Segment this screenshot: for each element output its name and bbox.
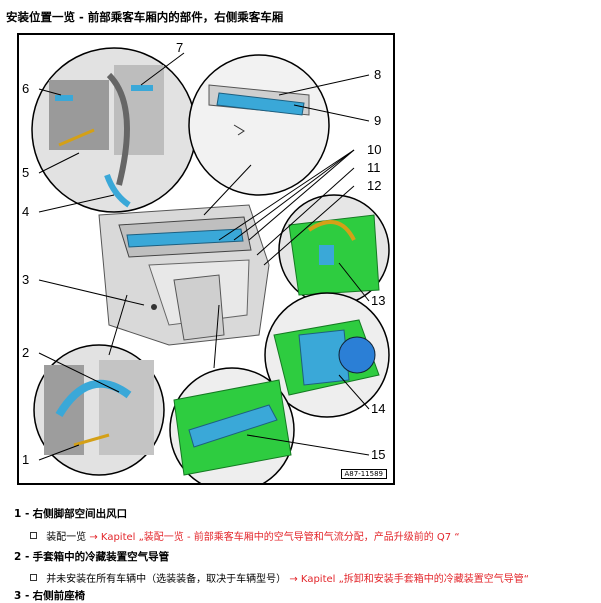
callout-7: 7 [176,40,184,55]
callout-12: 12 [367,178,382,193]
callout-3: 3 [22,272,30,287]
detail-circle-top-right [188,54,330,196]
item-title: 右侧脚部空间出风口 [32,508,128,520]
sub-text: 装配一览 [46,532,87,543]
list-item-2: 2 - 手套箱中的冷藏装置空气导管 [14,549,169,564]
installation-figure: 6 5 4 7 8 9 10 11 12 3 13 2 14 1 15 A87-… [17,33,395,485]
callout-5: 5 [22,165,30,180]
bullet-icon [30,532,37,539]
callout-4: 4 [22,204,30,219]
callout-14: 14 [371,401,386,416]
callout-8: 8 [374,67,382,82]
sub-text: 并未安装在所有车辆中（选装装备，取决于车辆型号） [46,574,287,585]
item-number: 2 - [14,551,30,563]
detail-circle-right-middle [264,292,390,418]
list-item-1-sub: 装配一览 → Kapitel „装配一览 - 前部乘客车厢中的空气导管和气流分配… [30,528,460,543]
callout-1: 1 [22,452,30,467]
item-title: 手套箱中的冷藏装置空气导管 [32,551,170,563]
list-item-3: 3 - 右侧前座椅 [14,588,85,603]
kapitel-link[interactable]: → Kapitel „拆卸和安装手套箱中的冷藏装置空气导管“ [289,574,529,585]
page-title: 安装位置一览 - 前部乘客车厢内的部件，右侧乘客车厢 [6,10,284,24]
item-number: 1 - [14,508,30,520]
callout-9: 9 [374,113,382,128]
detail-circle-right [278,194,390,306]
item-title: 右侧前座椅 [32,590,86,602]
list-item-2-sub: 并未安装在所有车辆中（选装装备，取决于车辆型号） → Kapitel „拆卸和安… [30,570,529,585]
callout-2: 2 [22,345,30,360]
figure-id: A87-11589 [340,469,387,479]
callout-6: 6 [22,81,30,96]
kapitel-link[interactable]: → Kapitel „装配一览 - 前部乘客车厢中的空气导管和气流分配，产品升级… [89,532,460,543]
callout-13: 13 [371,293,386,308]
dashboard-drawing [98,204,270,346]
callout-10: 10 [367,142,382,157]
bullet-icon [30,574,37,581]
list-item-1: 1 - 右侧脚部空间出风口 [14,506,127,521]
item-number: 3 - [14,590,30,602]
detail-circle-top-left [31,47,197,213]
detail-circle-bottom-middle [169,367,295,483]
callout-11: 11 [367,160,381,175]
detail-circle-bottom-left [33,344,165,476]
callout-15: 15 [371,447,386,462]
installation-illustration [31,47,390,483]
leader-lines [38,52,370,461]
